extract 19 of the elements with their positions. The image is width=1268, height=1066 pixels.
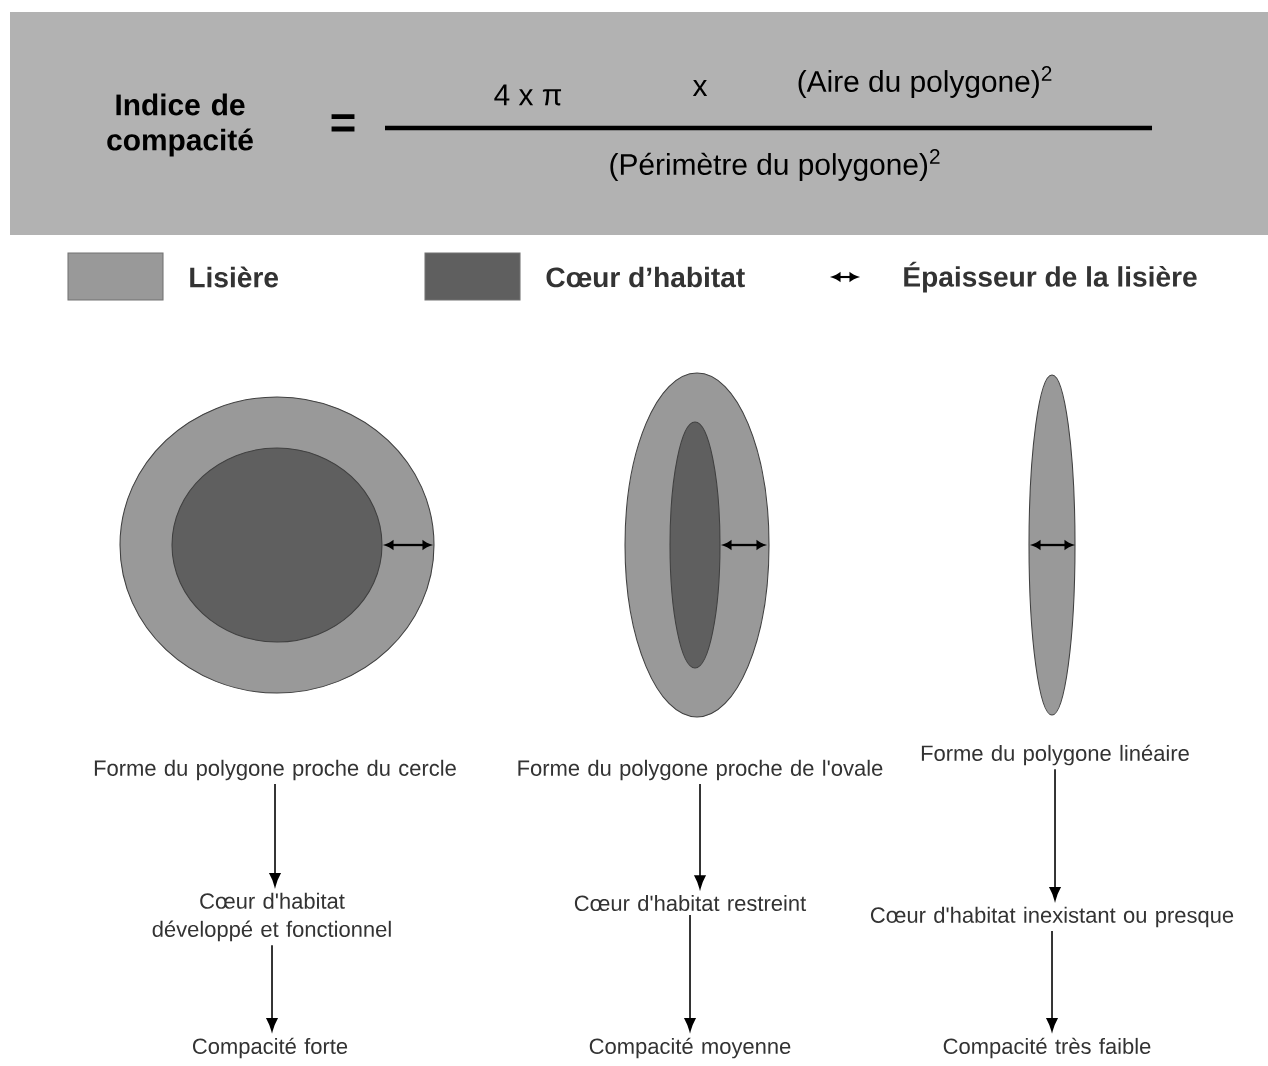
arrow	[694, 783, 706, 889]
arrow	[1049, 768, 1061, 901]
arrow	[1046, 930, 1058, 1032]
arrow	[684, 914, 696, 1032]
text-label: Compacité moyenne	[589, 1037, 791, 1059]
legend-label: Lisière	[190, 266, 278, 288]
text-label: Cœur d'habitat restreint	[574, 894, 807, 912]
text-label: Compacité très faible	[943, 1037, 1151, 1059]
text-label: Cœur d'habitat inexistant ou presque	[870, 906, 1234, 928]
text-label: Forme du polygone proche du cercle	[94, 759, 456, 781]
arrow	[266, 944, 278, 1032]
text-label: Forme du polygone proche de l'ovale	[518, 759, 883, 781]
formula-panel: Indice de compacité = 4 x π x (Aire du polygone)$^{2}$ (Périmètre du polygone)$^{2}$	[10, 12, 1268, 235]
text-label: Compacité forte	[193, 1037, 348, 1059]
text-label: Forme du polygone linéaire	[921, 744, 1189, 766]
text-label: Cœur d'habitat développé et fonctionnel	[152, 892, 391, 942]
arrow	[269, 783, 281, 887]
legend-label: Cœur d’habitat	[546, 266, 745, 288]
legend-label: Épaisseur de la lisière	[904, 261, 1197, 293]
